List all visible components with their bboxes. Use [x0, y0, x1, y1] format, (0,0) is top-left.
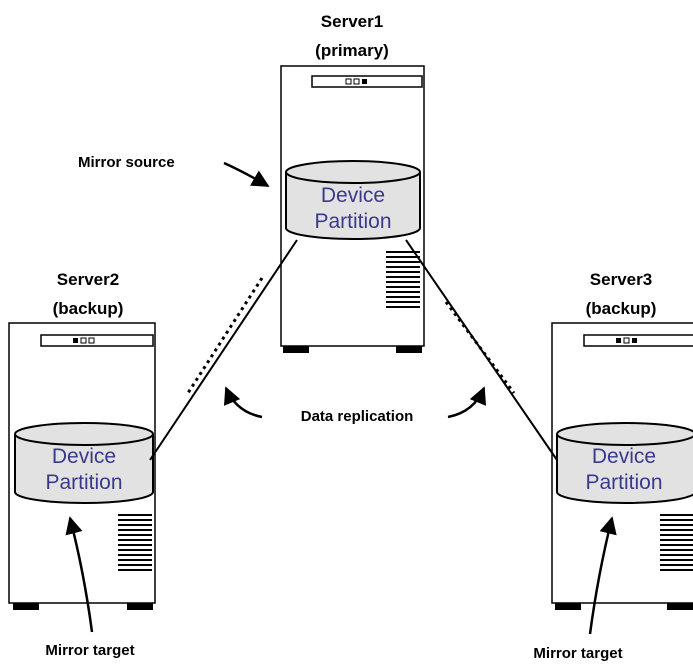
replication-link-left — [149, 239, 298, 461]
data-replication-left-arrow-icon — [223, 386, 263, 419]
server3-name: Server3 — [590, 270, 652, 289]
server1-disk-icon: Device Partition — [285, 160, 421, 240]
server1-disk-label-line1: Device — [321, 184, 385, 207]
server2-name: Server2 — [57, 270, 119, 289]
server1-foot — [396, 346, 422, 353]
server3-indicator-lights-icon — [616, 337, 637, 344]
server3-drive-bay — [583, 334, 693, 347]
server1-indicator-lights-icon — [345, 78, 367, 85]
server2-drive-bay — [40, 334, 154, 347]
server2-indicator-lights-icon — [73, 337, 95, 344]
server1-foot — [283, 346, 309, 353]
server1-role: (primary) — [315, 41, 389, 60]
server3-foot — [667, 603, 693, 610]
replication-link-right — [405, 239, 558, 461]
data-replication-label: Data replication — [301, 408, 414, 425]
server3-role: (backup) — [586, 299, 657, 318]
server3-disk-label-line1: Device — [592, 445, 656, 468]
server2-foot — [13, 603, 39, 610]
mirror-source-arrow-icon — [223, 161, 270, 188]
server3-disk-label-line2: Partition — [585, 471, 662, 494]
server2-disk-icon: Device Partition — [14, 422, 154, 504]
server1-disk-label-line2: Partition — [314, 210, 391, 233]
server2-disk-label-line2: Partition — [45, 471, 122, 494]
server2-role: (backup) — [53, 299, 124, 318]
data-replication-right-arrow-icon — [447, 386, 487, 419]
server2-vent-icon — [118, 514, 152, 571]
server1-vent-icon — [386, 251, 420, 308]
mirror-target-left-arrow-icon — [65, 516, 94, 633]
mirror-target-right-arrow-icon — [588, 516, 617, 635]
mirror-target-left-label: Mirror target — [45, 642, 134, 659]
server3-disk-icon: Device Partition — [556, 422, 693, 504]
server1-name: Server1 — [321, 12, 383, 31]
server3-foot — [555, 603, 581, 610]
server2-foot — [127, 603, 153, 610]
server3-vent-icon — [660, 514, 693, 571]
mirror-source-label: Mirror source — [78, 154, 175, 171]
server2-disk-label-line1: Device — [52, 445, 116, 468]
mirror-target-right-label: Mirror target — [533, 645, 622, 662]
